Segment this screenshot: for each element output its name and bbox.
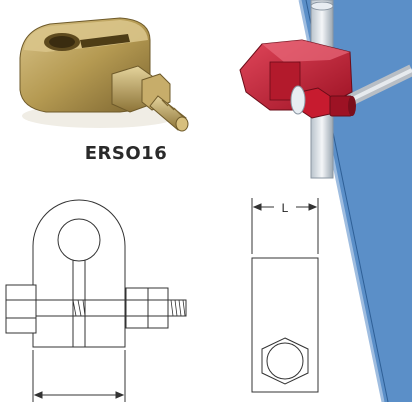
product-code-caption: ERSO16 [84,143,168,164]
brass-bolt [111,65,189,132]
dimension-length-label: L [282,201,289,215]
brass-connector-photo [19,17,189,132]
application-illustration [239,0,412,179]
front-view-drawing [5,199,187,402]
side-view-drawing [251,198,319,393]
